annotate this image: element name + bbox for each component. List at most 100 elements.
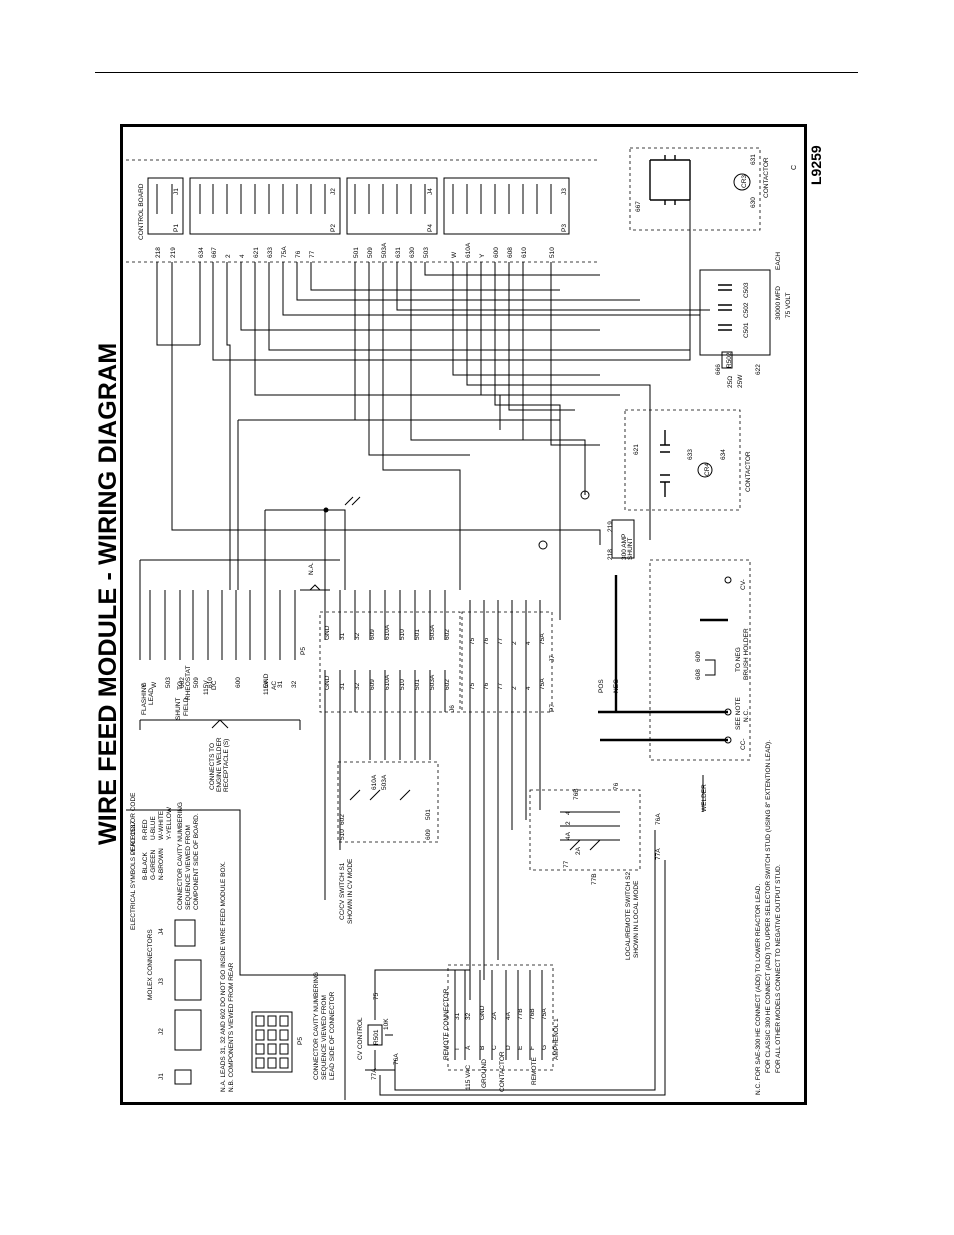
shunt: 300 AMP SHUNT 218 219 <box>607 519 635 560</box>
lead-label: 77 <box>309 250 316 258</box>
color-code: W-WHITE <box>158 810 165 840</box>
s2-lead: 2 <box>565 821 572 825</box>
na-mark: N.A. <box>308 562 315 575</box>
lead-label: 634 <box>720 449 727 460</box>
s2-lead: 77 <box>563 860 570 868</box>
p5-lead: Y <box>141 683 148 688</box>
resistor-label: R502 <box>726 352 733 368</box>
welder-label: WELDER <box>701 784 708 812</box>
s1-lead: 602 <box>339 814 346 825</box>
to-rheostat: TO <box>177 681 184 690</box>
remote-pin-letter: G <box>541 1045 548 1050</box>
notes: N.C. FOR SAE-300 HE CONNECT (ADD) TO LOW… <box>755 740 782 1095</box>
p3-label: P3 <box>561 224 568 232</box>
j3-label: J3 <box>561 188 568 195</box>
lead-label: 75A <box>281 246 288 258</box>
j6-right: 32 <box>354 632 361 640</box>
j6-left: 609 <box>369 679 376 690</box>
j7-left: 76 <box>483 682 490 690</box>
s2-lead: 76B <box>573 788 580 800</box>
remote-group: GROUND <box>481 1059 488 1088</box>
lead-label: 219 <box>607 521 614 532</box>
lead-label: W <box>451 251 458 258</box>
cap-rating: 30000 MFD <box>775 286 782 320</box>
lead-label: 631 <box>395 247 402 258</box>
j2-label: J2 <box>330 188 337 195</box>
lead-label: 608 <box>695 669 702 680</box>
p1-label: P1 <box>173 224 180 232</box>
j6-right: 510 <box>399 629 406 640</box>
r501-value: 10K <box>383 1018 390 1030</box>
control-board-title: CONTROL BOARD <box>138 183 145 240</box>
cavity-note: CONNECTOR CAVITY NUMBERING <box>177 802 184 910</box>
s1-lead: 610A <box>371 774 378 790</box>
color-code: R-RED <box>142 819 149 840</box>
j6-left: 610A <box>384 674 391 690</box>
lead-label: 667 <box>211 247 218 258</box>
j6-left: GND <box>324 675 331 690</box>
control-board: CONTROL BOARD J1 J2 J4 J3 P1 P2 P4 P3 21… <box>126 159 600 263</box>
lead-label: 630 <box>750 197 757 208</box>
to-rheostat: RHEOSTAT <box>185 666 192 700</box>
lead-label: 622 <box>755 364 762 375</box>
j7-label: J7 <box>549 655 556 662</box>
cv-switch: 510 602 610A 503A 609 501 CC/CV SWITCH S… <box>324 712 439 924</box>
j6-label: J6 <box>449 705 456 712</box>
p5-lead: 509 <box>193 677 200 688</box>
lead-label: 634 <box>198 247 205 258</box>
color-code: G-GREEN <box>150 849 157 880</box>
remote-pin: 2A <box>491 1011 498 1020</box>
lead-label: Y <box>479 253 486 258</box>
capacitor-bank: R502 C501 C502 C503 666 622 25Ω 25W 3000… <box>699 252 792 388</box>
welder-terminals: CV- CC- SEE NOTE N.C. POS NEG WELDER TO … <box>598 559 751 812</box>
local-remote-switch: 76B 76 2 4A 2A 4 77 77B 76A 77A LOCAL/RE… <box>379 712 666 1096</box>
lead-label: 4 <box>239 254 246 258</box>
resistor-rating: 25W <box>737 374 744 388</box>
cv-control-lead: 77A <box>371 1068 378 1080</box>
na-note: N.A. LEADS 31, 32 AND 602 DO NOT GO INSI… <box>220 861 227 1092</box>
remote-connector: REMOTE CONNECTOR AMPHENOL 1 31 32 GND 2A… <box>443 964 560 1092</box>
j6-left: 32 <box>354 682 361 690</box>
j7-left: 4 <box>525 686 532 690</box>
remote-pin-letter: F <box>529 1046 536 1050</box>
lead-color-title: LEAD COLOR CODE <box>130 792 137 855</box>
remote-group: 115 VAC <box>465 1065 472 1090</box>
p5-note: CONNECTOR CAVITY NUMBERING <box>313 972 320 1080</box>
lead-label: 76 <box>295 250 302 258</box>
p4-label: P4 <box>427 224 434 232</box>
nb-note: N.B. COMPONENTS VIEWED FROM REAR <box>228 962 235 1092</box>
s1-lead: 503A <box>381 774 388 790</box>
p5-lead: 600 <box>235 677 242 688</box>
remote-pin: 32 <box>465 1012 472 1020</box>
note-line: FOR CLASSIC 300 HE CONNECT (ADD) TO UPPE… <box>765 740 772 1073</box>
s1-caption: CC/CV SWITCH S1 <box>339 862 346 920</box>
lead-label: 219 <box>170 247 177 258</box>
remote-pin-letter: I <box>454 1048 461 1050</box>
lead-label: 503A <box>381 242 388 258</box>
p5-lead: GND <box>263 673 270 688</box>
p5-lead: 610 <box>207 677 214 688</box>
coil-label: CR4 <box>704 463 711 476</box>
brush-holder-label: TO NEG <box>735 647 742 672</box>
s1-lead: 609 <box>425 829 432 840</box>
j7-right: 75 <box>469 637 476 645</box>
j4-label: J4 <box>427 188 434 195</box>
note-line: N.C. FOR SAE-300 HE CONNECT (ADD) TO LOW… <box>755 884 762 1095</box>
contactor-mid: CR4 CONTACTOR 621 633 634 <box>624 409 752 511</box>
remote-pin-letter: D <box>505 1045 512 1050</box>
board-wiring <box>139 160 710 660</box>
s2-lead: 76 <box>613 782 620 790</box>
r501-label: R501 <box>373 1029 380 1045</box>
j6-left: 510 <box>399 679 406 690</box>
s2-lead: 2A <box>575 846 582 855</box>
s1-lead: 510 <box>339 829 346 840</box>
shunt-field: FIELD <box>183 697 190 716</box>
p5-connector: Y W 503 602 509 610 600 GND 31 32 P5 FLA… <box>139 562 330 792</box>
remote-pin: 75A <box>541 1008 548 1020</box>
cap-rating: EACH <box>775 252 782 270</box>
remote-pin-letter: B <box>479 1046 486 1050</box>
cap-label: C503 <box>743 282 750 298</box>
j6-right: 602 <box>444 629 451 640</box>
j6-right: 610A <box>384 624 391 640</box>
